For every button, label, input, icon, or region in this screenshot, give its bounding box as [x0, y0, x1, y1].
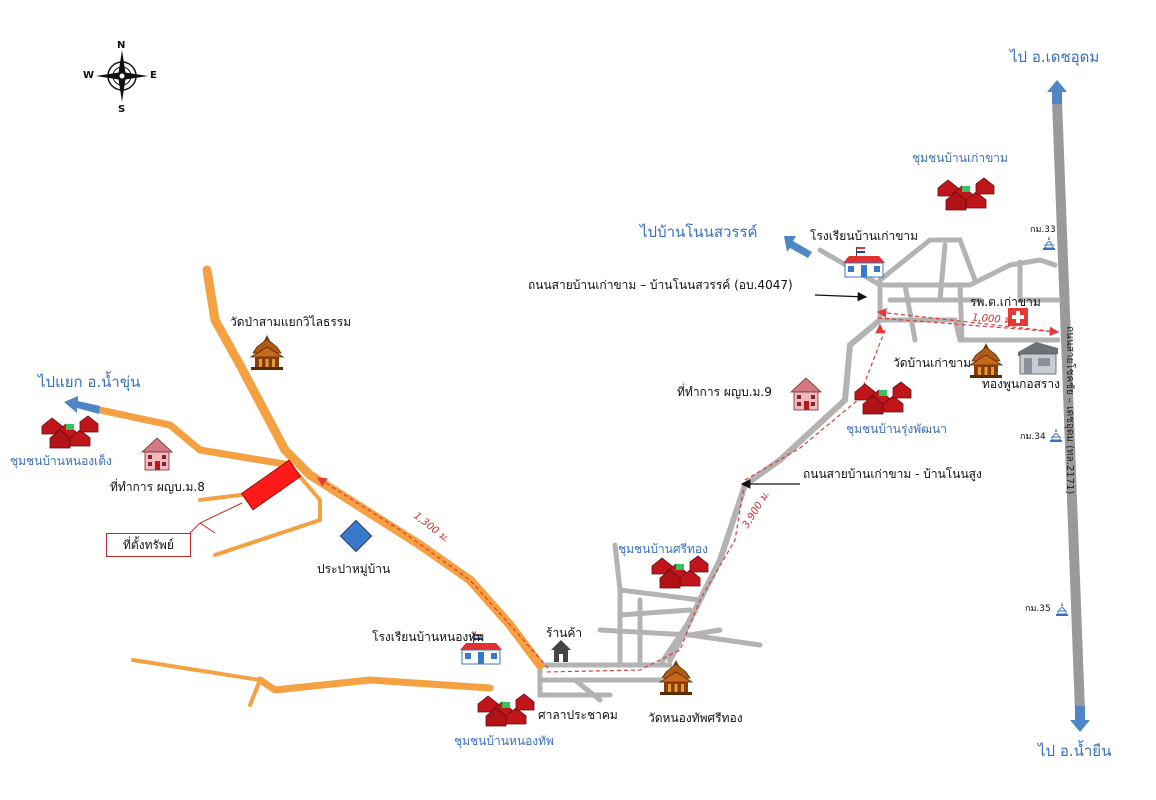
direction-nonsawan: ไปบ้านโนนสวรรค์ — [640, 223, 758, 241]
direction-namyuen: ไป อ.น้ำยืน — [1038, 742, 1112, 760]
label-community-nongteng: ชุมชนบ้านหนองเต็ง — [10, 454, 112, 468]
label-office-m9: ที่ทำการ ผญบ.ม.9 — [677, 385, 772, 399]
km33-label: กม.33 — [1030, 225, 1056, 235]
label-hospital: รพ.ต.เก่าขาม — [970, 295, 1041, 309]
km33-stupa-icon — [1042, 235, 1056, 251]
community-srithong-icon — [651, 555, 709, 589]
temple-kaokham-icon — [969, 342, 1003, 379]
route-dashed — [316, 308, 1060, 673]
temple-samyaek-icon — [250, 334, 284, 371]
community-rungpatthana-icon — [854, 381, 912, 415]
km34-stupa-icon — [1049, 427, 1063, 443]
km34-label: กม.34 — [1020, 432, 1046, 442]
main-highway-road — [1052, 99, 1085, 713]
community-nongtap-icon — [477, 693, 535, 727]
road-north-pointer — [814, 291, 868, 302]
road-south-label: ถนนสายบ้านเก่าขาม - บ้านโนนสูง — [803, 467, 982, 481]
label-community-kaokham: ชุมชนบ้านเก่าขาม — [912, 151, 1008, 165]
compass-w: W — [83, 70, 95, 81]
label-temple-samyaek: วัดป่าสามแยกวิไลธรรม — [230, 315, 352, 329]
office-m8-icon — [141, 437, 173, 471]
arrow-to-nonsawan-icon — [784, 236, 812, 258]
shop-building-icon — [1018, 342, 1058, 375]
shop-house-icon — [551, 640, 571, 662]
community-kaokham-icon — [937, 177, 995, 211]
label-shop: ร้านค้า — [546, 626, 583, 640]
hospital-icon — [1008, 308, 1028, 326]
compass-n: N — [117, 40, 126, 51]
label-school-nongtap: โรงเรียนบ้านหนองทัพ — [372, 630, 485, 644]
community-nongteng-icon — [41, 415, 99, 449]
school-kaokham-icon — [842, 246, 886, 278]
road-kaokham-nonsung — [667, 317, 883, 663]
km35-stupa-icon — [1055, 601, 1069, 617]
label-school-kaokham: โรงเรียนบ้านเก่าขาม — [810, 229, 919, 243]
arrow-south-icon — [1070, 706, 1090, 732]
property-marker — [240, 459, 302, 511]
direction-namkhun: ไปแยก อ.น้ำขุ่น — [38, 373, 141, 391]
label-community-rungpatthana: ชุมชนบ้านรุ่งพัฒนา — [846, 422, 947, 436]
label-sala: ศาลาประชาคม — [538, 708, 618, 722]
label-temple-kaokham: วัดบ้านเก่าขาม — [893, 356, 972, 370]
compass-e: E — [150, 70, 157, 81]
label-community-nongtap: ชุมชนบ้านหนองทัพ — [454, 734, 554, 748]
arrow-to-namkhun-icon — [64, 396, 100, 414]
property-callout-line — [189, 502, 243, 534]
highway-label: ถนนสายโชคชัย – เดชอุดม (ทล.2171) — [1064, 326, 1075, 495]
label-property: ที่ตั้งทรัพย์ — [106, 533, 191, 557]
label-gold-shop: ทองพูนกอสราง — [982, 377, 1060, 391]
label-office-m8: ที่ทำการ ผญบ.ม.8 — [110, 480, 205, 494]
office-m9-icon — [790, 377, 822, 411]
water-supply-icon — [339, 519, 373, 553]
compass-rose-icon — [96, 50, 148, 102]
direction-dechudom: ไป อ.เดชอุดม — [1010, 48, 1100, 66]
label-community-srithong: ชุมชนบ้านศรีทอง — [618, 542, 708, 556]
arrow-north-icon — [1047, 80, 1067, 104]
compass-s: S — [118, 104, 126, 115]
km35-label: กม.35 — [1025, 604, 1051, 614]
road-north-label: ถนนสายบ้านเก่าขาม – บ้านโนนสวรรค์ (อบ.40… — [528, 278, 793, 292]
label-temple-nongtap: วัดหนองทัพศรีทอง — [648, 711, 743, 725]
village-roads-srithong — [537, 542, 763, 703]
label-water-supply: ประปาหมู่บ้าน — [317, 562, 391, 576]
